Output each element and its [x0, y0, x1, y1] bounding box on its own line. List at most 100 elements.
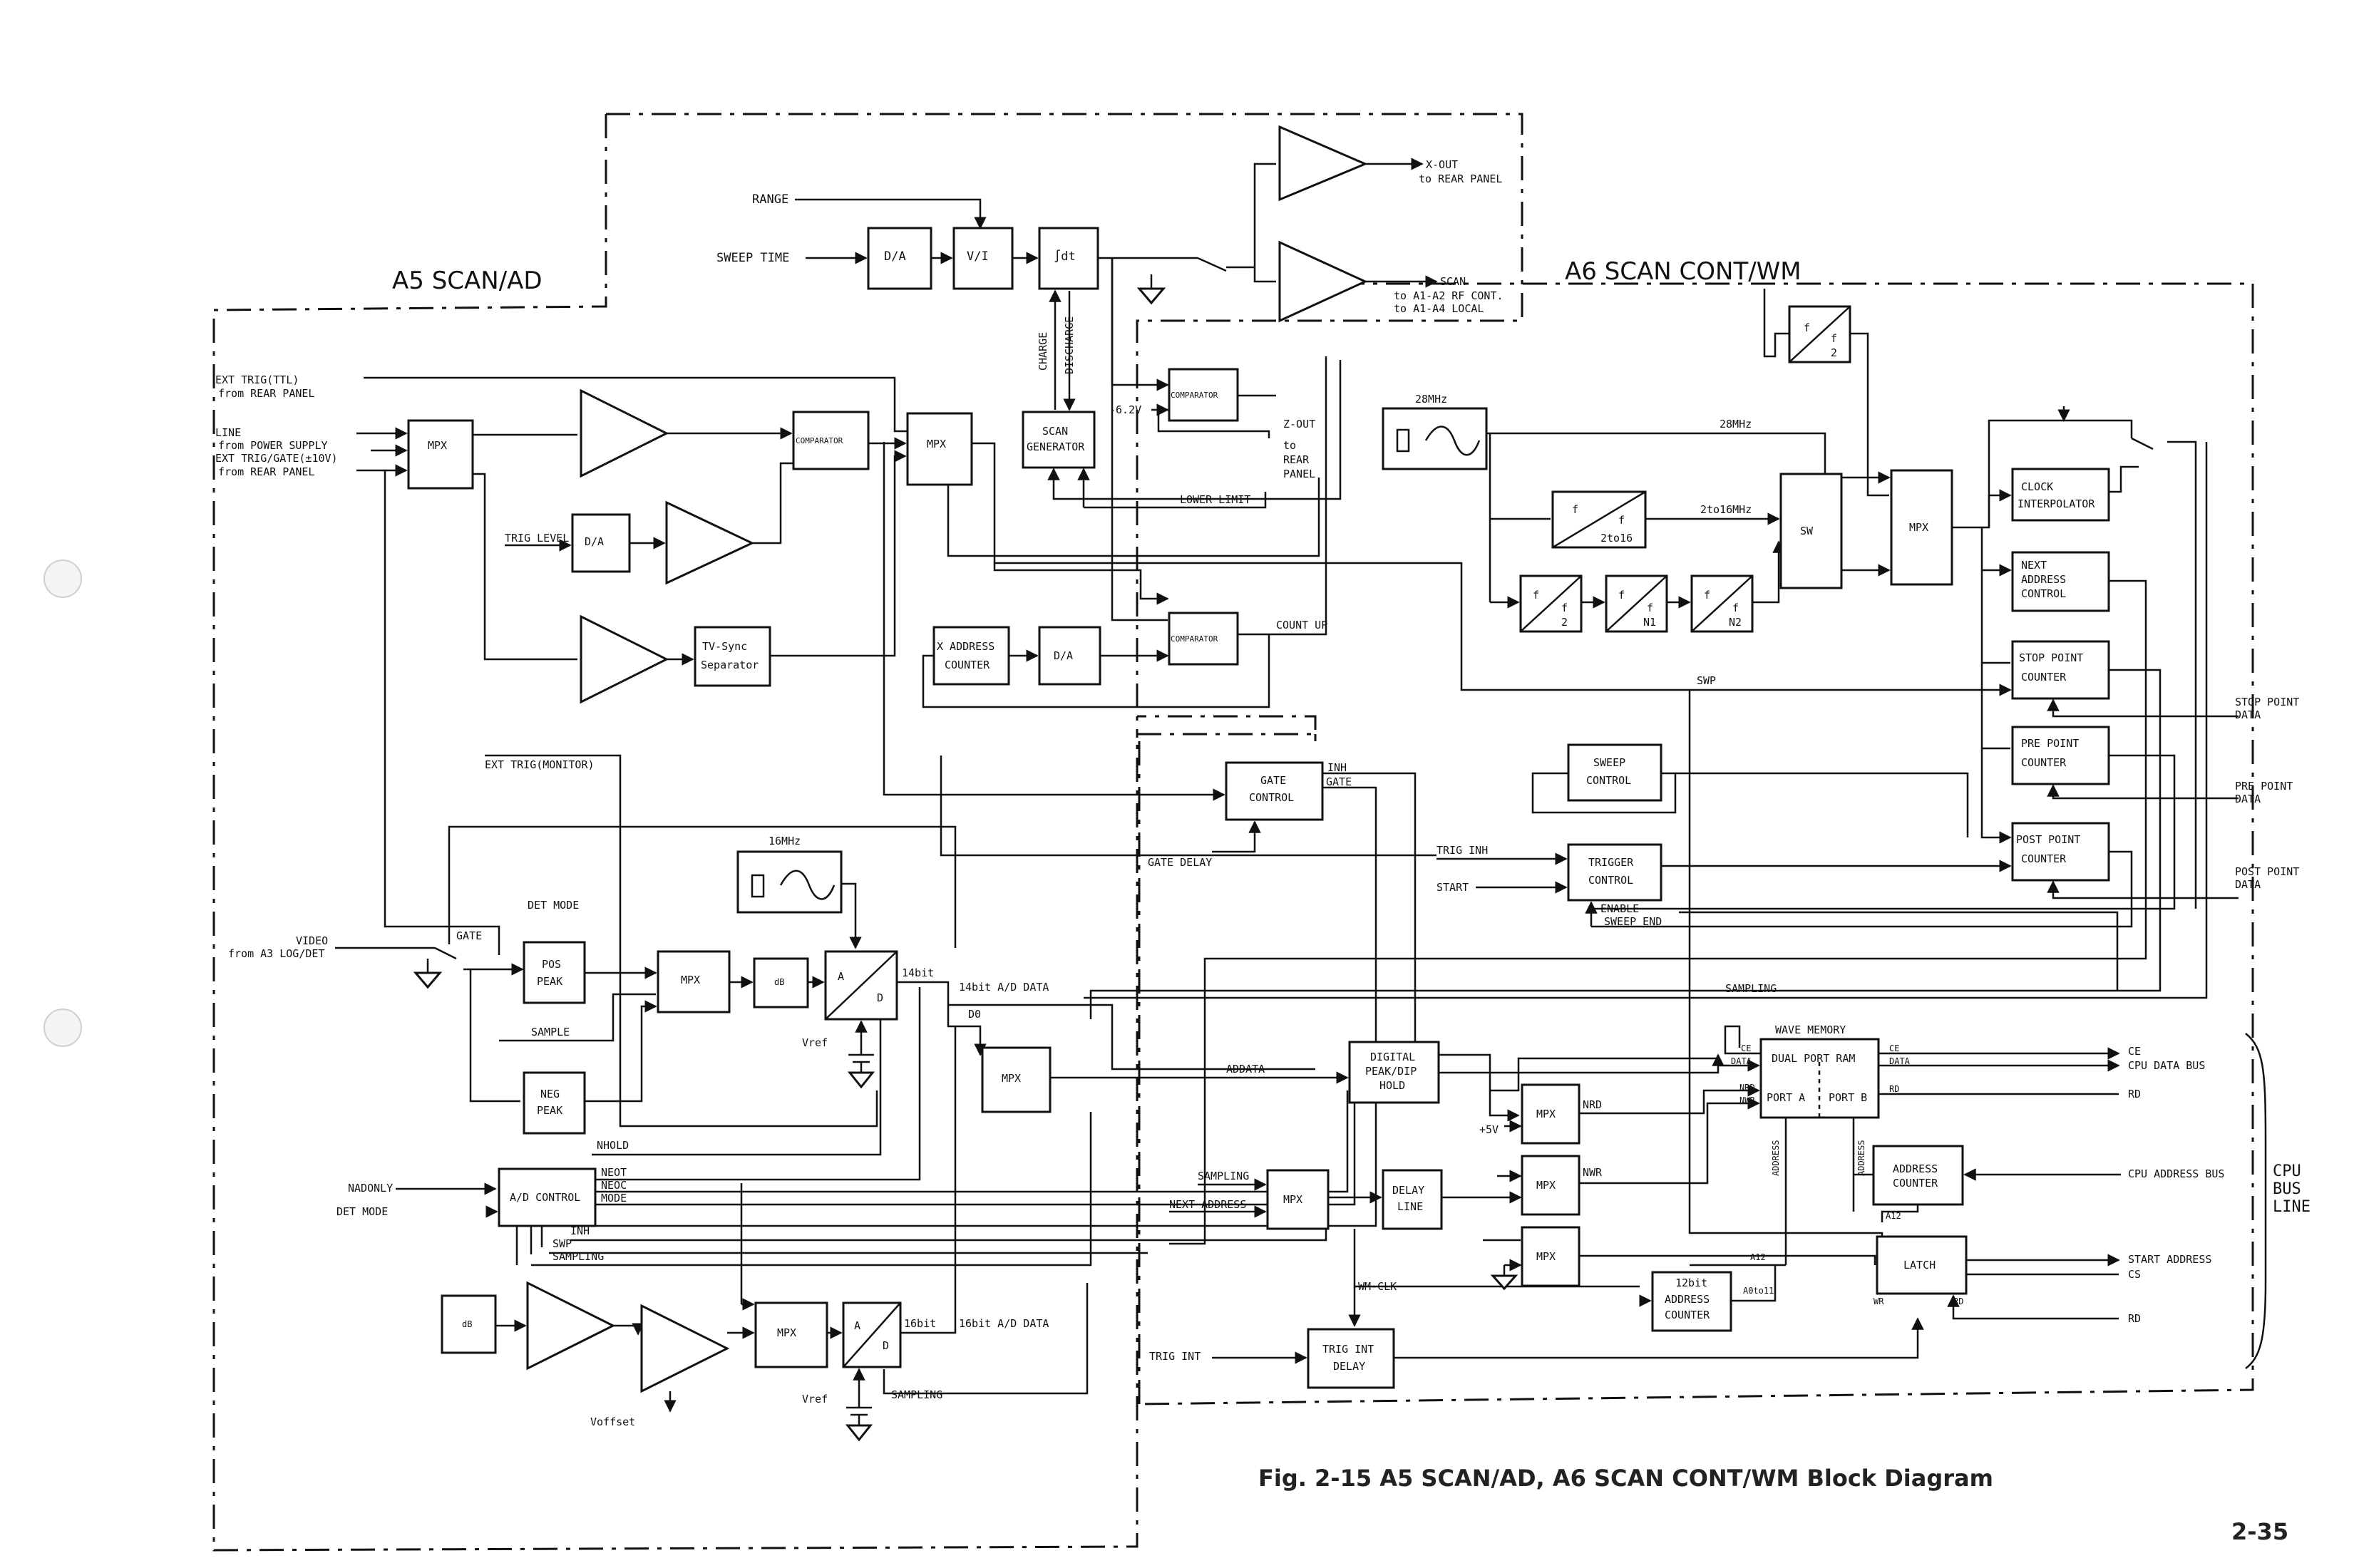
- video-sub: from A3 LOG/DET: [228, 947, 324, 960]
- fourteen-data-label: 14bit A/D DATA: [959, 981, 1049, 994]
- vref2-label: Vref: [802, 1393, 828, 1405]
- osc-28-block: [1382, 407, 1488, 470]
- gate-control-label-1: GATE: [1260, 774, 1286, 787]
- ce-out-label: CE: [2128, 1045, 2141, 1058]
- mpx-in-label: MPX: [428, 439, 447, 452]
- sine-wave-icon: [779, 870, 836, 900]
- ad14-label-d: D: [877, 991, 883, 1004]
- sweep-time-label: SWEEP TIME: [716, 251, 789, 265]
- binder-hole: [43, 559, 82, 598]
- page-number: 2-35: [2231, 1518, 2288, 1545]
- nadonly-label: NADONLY: [348, 1182, 393, 1195]
- trigger-control-block: [1567, 843, 1662, 902]
- inh2-label: INH: [570, 1224, 590, 1237]
- a5-section-border-right: [1137, 715, 1317, 736]
- comparator1-label: COMPARATOR: [796, 436, 843, 445]
- ext-trig-ttl-label: EXT TRIG(TTL): [215, 373, 299, 386]
- div-2-f2: f: [1561, 602, 1568, 614]
- div-n2-f1: f: [1704, 589, 1710, 602]
- digital-peak-label-1: DIGITAL: [1370, 1051, 1415, 1063]
- stop-point-data-sub: DATA: [2235, 708, 2261, 721]
- start-label: START: [1436, 881, 1469, 894]
- sweep-control-label-2: CONTROL: [1586, 774, 1631, 787]
- plus5v-label: +5V: [1479, 1123, 1499, 1136]
- mpx-ad-label: MPX: [1002, 1072, 1021, 1085]
- mpx-nwr-label: MPX: [1536, 1179, 1556, 1192]
- pos-peak-label-2: PEAK: [537, 975, 562, 988]
- z-out-label: Z-OUT: [1283, 418, 1315, 430]
- stop-point-counter-label-1: STOP POINT: [2019, 651, 2083, 664]
- scan-out-sub2: to A1-A4 LOCAL: [1394, 302, 1484, 315]
- clock-interpolator-block: [2011, 468, 2110, 522]
- port-a-label: PORT A: [1767, 1091, 1805, 1104]
- ad-control-label: A/D CONTROL: [510, 1191, 580, 1204]
- neoc-label: NEOC: [601, 1179, 627, 1192]
- delay-line-label-1: DELAY: [1392, 1184, 1424, 1197]
- delay-line-block: [1382, 1169, 1443, 1230]
- dual-port-ram-label: DUAL PORT RAM: [1772, 1052, 1855, 1065]
- a6-section-border: [1139, 282, 2254, 1405]
- nwr-label: NWR: [1583, 1166, 1603, 1179]
- pre-point-data-sub: DATA: [2235, 793, 2261, 805]
- trig-inh-label: TRIG INH: [1436, 844, 1488, 857]
- crystal-icon: [751, 874, 765, 898]
- dac-sweep-label: D/A: [884, 249, 906, 264]
- next-address-control-label-2: ADDRESS: [2021, 573, 2066, 586]
- ground-symbol: [1136, 287, 1166, 305]
- mpx-delay-block: [1266, 1169, 1330, 1230]
- pre-point-counter-label-2: COUNTER: [2021, 756, 2067, 769]
- integrator-label: ∫dt: [1054, 249, 1076, 264]
- comparator-z-label: COMPARATOR: [1171, 391, 1218, 400]
- address-counter-12-label-3: COUNTER: [1665, 1309, 1710, 1321]
- comparator-z-block: [1168, 368, 1239, 422]
- sample-label: SAMPLE: [531, 1026, 570, 1038]
- inh-label: INH: [1327, 761, 1347, 774]
- trig-amplifier: [580, 388, 669, 478]
- a5-section-title: A5 SCAN/AD: [392, 267, 543, 295]
- mpx-ad-block: [981, 1046, 1052, 1113]
- osc-16-block: [736, 850, 843, 914]
- x-out-label: X-OUT: [1426, 158, 1458, 171]
- address-counter-12-block: [1651, 1271, 1732, 1332]
- trig-level-da-label: D/A: [585, 535, 604, 548]
- div-2to16-f2: f: [1618, 514, 1625, 527]
- wave-memory-title: WAVE MEMORY: [1775, 1023, 1846, 1036]
- next-address-label: NEXT ADDRESS: [1169, 1198, 1246, 1211]
- rd-label: RD: [1889, 1084, 1899, 1094]
- z-out-panel: PANEL: [1283, 468, 1315, 480]
- sampling3-label: SAMPLING: [1725, 982, 1777, 995]
- a6-section-border-mid: [1138, 734, 1317, 1404]
- comparator-count-label: COMPARATOR: [1171, 634, 1218, 644]
- neg-peak-label-2: PEAK: [537, 1104, 562, 1117]
- cpu-address-bus-label: CPU ADDRESS BUS: [2128, 1167, 2224, 1180]
- ce2-label: CE: [1889, 1043, 1899, 1053]
- db2-label: dB: [462, 1319, 472, 1329]
- twentyeight-label: 28MHz: [1720, 418, 1752, 430]
- voffset-label: Voffset: [590, 1415, 635, 1428]
- charge-label: CHARGE: [1037, 332, 1049, 371]
- scan-out-sub1: to A1-A2 RF CONT.: [1394, 289, 1504, 302]
- div-2-f1: f: [1533, 589, 1539, 602]
- scan-generator-label-2: GENERATOR: [1027, 440, 1085, 453]
- comparator1-block: [792, 411, 870, 470]
- nholdd-label: NHOLD: [597, 1139, 629, 1152]
- div-2to16-f1: f: [1572, 503, 1578, 516]
- range-label: RANGE: [752, 192, 788, 207]
- post-point-data-sub: DATA: [2235, 878, 2261, 891]
- x-address-counter-label-1: X ADDRESS: [937, 640, 994, 653]
- sw-block: [1779, 473, 1843, 589]
- address-l-label: ADDRESS: [1771, 1140, 1781, 1176]
- gate2-label: GATE: [456, 929, 482, 942]
- ground-symbol: [413, 971, 443, 989]
- tv-sync-block: [694, 626, 771, 687]
- cpu-data-bus-label: CPU DATA BUS: [2128, 1059, 2205, 1072]
- sine-wave-icon: [1424, 425, 1481, 456]
- mpx-12-label: MPX: [1536, 1250, 1556, 1263]
- x-address-counter-label-2: COUNTER: [945, 659, 990, 671]
- cs-label: CS: [2128, 1268, 2141, 1281]
- mpx-trig-block: [906, 412, 973, 486]
- div-2-2: 2: [1561, 616, 1568, 629]
- digital-peak-label-3: HOLD: [1379, 1079, 1405, 1092]
- rd2-label: RD: [1953, 1296, 1963, 1306]
- ground-symbol: [1490, 1274, 1518, 1291]
